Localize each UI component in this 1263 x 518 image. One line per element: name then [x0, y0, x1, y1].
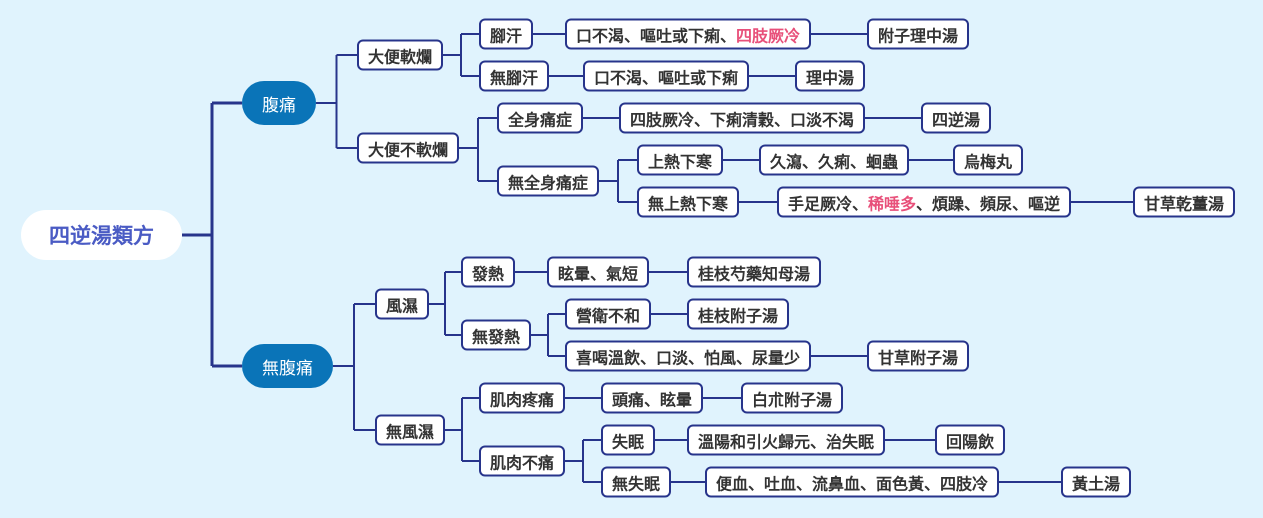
- node-leg-sweat[interactable]: 腳汗: [479, 18, 534, 50]
- node-upper-heat[interactable]: 上熱下寒: [637, 144, 724, 176]
- symptom-node[interactable]: 口不渴、嘔吐或下痢: [583, 60, 750, 92]
- formula-node[interactable]: 甘草乾薑湯: [1133, 186, 1236, 218]
- node-whole-body-pain[interactable]: 全身痛症: [497, 102, 584, 134]
- symptom-node[interactable]: 口不渴、嘔吐或下痢、四肢厥冷: [565, 18, 812, 50]
- node-fever[interactable]: 發熱: [461, 256, 516, 288]
- node-wind-damp[interactable]: 風濕: [375, 288, 430, 320]
- node-no-whole-body-pain[interactable]: 無全身痛症: [497, 165, 600, 197]
- symptom-text: 手足厥冷、: [788, 194, 869, 213]
- formula-node[interactable]: 回陽飲: [935, 424, 1006, 456]
- formula-node[interactable]: 黃土湯: [1061, 466, 1132, 498]
- highlighted-symptom: 四肢厥冷: [736, 26, 801, 45]
- symptom-node[interactable]: 四肢厥冷、下痢清穀、口淡不渴: [619, 102, 866, 134]
- node-stool-not-loose[interactable]: 大便不軟爛: [357, 132, 460, 164]
- symptom-node[interactable]: 久瀉、久痢、蛔蟲: [759, 144, 910, 176]
- root-node[interactable]: 四逆湯類方: [21, 210, 182, 260]
- node-no-wind-damp[interactable]: 無風濕: [375, 414, 446, 446]
- symptom-text: 口不渴、嘔吐或下痢、: [576, 26, 737, 45]
- node-no-insomnia[interactable]: 無失眠: [601, 466, 672, 498]
- branch-abdominal-pain[interactable]: 腹痛: [242, 81, 316, 125]
- node-insomnia[interactable]: 失眠: [601, 424, 656, 456]
- highlighted-symptom: 稀唾多: [868, 194, 917, 213]
- symptom-node[interactable]: 便血、吐血、流鼻血、面色黃、四肢冷: [705, 466, 1000, 498]
- formula-node[interactable]: 白朮附子湯: [741, 382, 844, 414]
- formula-node[interactable]: 附子理中湯: [867, 18, 970, 50]
- symptom-node[interactable]: 溫陽和引火歸元、治失眠: [687, 424, 886, 456]
- symptom-node[interactable]: 頭痛、眩暈: [601, 382, 704, 414]
- symptom-text: 、煩躁、頻尿、嘔逆: [916, 194, 1061, 213]
- formula-node[interactable]: 理中湯: [795, 60, 866, 92]
- formula-node[interactable]: 桂枝芍藥知母湯: [687, 256, 822, 288]
- formula-node[interactable]: 桂枝附子湯: [687, 298, 790, 330]
- branch-no-abdominal-pain[interactable]: 無腹痛: [242, 344, 333, 388]
- node-no-upper-heat[interactable]: 無上熱下寒: [637, 186, 740, 218]
- node-stool-loose[interactable]: 大便軟爛: [357, 39, 444, 71]
- symptom-node[interactable]: 手足厥冷、稀唾多、煩躁、頻尿、嘔逆: [777, 186, 1072, 218]
- node-no-leg-sweat[interactable]: 無腳汗: [479, 60, 550, 92]
- symptom-node[interactable]: 喜喝溫飲、口淡、怕風、尿量少: [565, 340, 812, 372]
- formula-node[interactable]: 甘草附子湯: [867, 340, 970, 372]
- node-no-muscle-pain[interactable]: 肌肉不痛: [479, 445, 566, 477]
- symptom-node[interactable]: 眩暈、氣短: [547, 256, 650, 288]
- node-ying-wei[interactable]: 營衛不和: [565, 298, 652, 330]
- formula-node[interactable]: 烏梅丸: [953, 144, 1024, 176]
- node-muscle-pain[interactable]: 肌肉疼痛: [479, 382, 566, 414]
- formula-node[interactable]: 四逆湯: [921, 102, 992, 134]
- node-no-fever[interactable]: 無發熱: [461, 319, 532, 351]
